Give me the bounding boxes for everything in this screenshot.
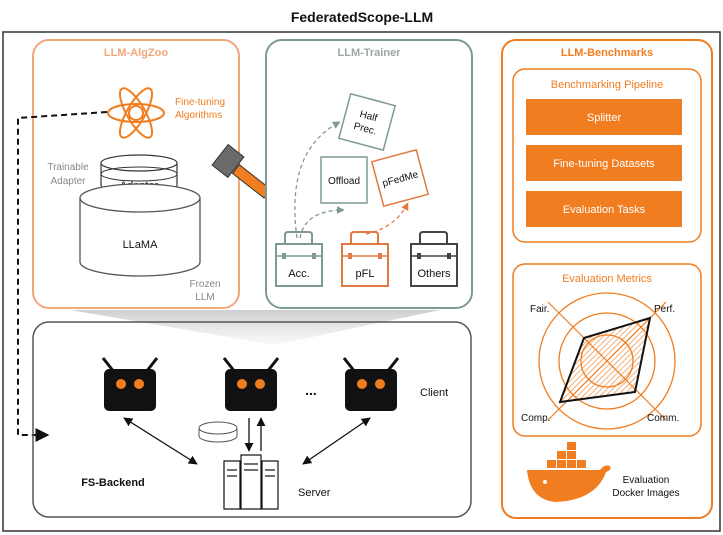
pipeline-title: Benchmarking Pipeline (551, 79, 664, 91)
main-title: FederatedScope-LLM (291, 9, 433, 25)
trainable-label-2: Adapter (50, 176, 86, 187)
pipeline-item-label: Splitter (587, 112, 622, 124)
model-disc-icon (198, 421, 238, 443)
pfl-toolbox: pFL (341, 231, 389, 287)
more-clients-ellipsis: ... (305, 382, 317, 398)
pfedme-card: pFedMe (370, 148, 430, 208)
frozen-label-1: Frozen (189, 279, 220, 290)
algzoo-title: LLM-AlgZoo (104, 47, 168, 59)
client-robot-3 (342, 357, 400, 411)
metrics-radar (538, 292, 676, 430)
atom-icon (107, 87, 165, 139)
others-toolbox: Others (410, 231, 458, 287)
server-label: Server (298, 487, 331, 499)
metrics-polygon (558, 316, 652, 404)
metric-comm: Comm. (647, 413, 679, 424)
backend-box (32, 321, 472, 518)
pipeline-item-box (526, 191, 682, 227)
benchmarks-box (501, 39, 713, 519)
metric-comp: Comp. (521, 413, 550, 424)
metrics-box (512, 263, 702, 437)
acc-label: Acc. (288, 268, 309, 280)
metrics-title: Evaluation Metrics (562, 273, 652, 285)
fine-tuning-label-1: Fine-tuning (175, 97, 225, 108)
llama-label: LLaMA (123, 239, 159, 251)
merge-funnel (70, 310, 440, 345)
others-label: Others (417, 268, 451, 280)
pfl-to-pfedme-arrow (365, 202, 409, 235)
backend-panel: FS-Backend ... Client (32, 321, 472, 518)
pipeline-item-label: Evaluation Tasks (563, 204, 646, 216)
docker-label-1: Evaluation (623, 475, 670, 486)
metric-perf: Perf. (654, 304, 675, 315)
acc-to-offload-arrow (299, 206, 345, 239)
llama-cylinder: LLaMA (79, 183, 201, 277)
half-label-1: Half (358, 109, 378, 124)
client-label: Client (420, 387, 448, 399)
offload-card: Offload (320, 156, 368, 204)
fine-tuning-label-2: Algorithms (175, 110, 222, 121)
offload-label: Offload (328, 176, 360, 187)
pipeline-box (512, 68, 702, 243)
benchmarks-title: LLM-Benchmarks (561, 47, 653, 59)
frozen-label-2: LLM (195, 292, 214, 303)
pfl-label: pFL (356, 268, 375, 280)
half-prec-card: Half Prec. (337, 92, 397, 152)
pipeline-item-box (526, 145, 682, 181)
hammer-icon (211, 143, 272, 199)
acc-toolbox: Acc. (275, 231, 323, 287)
client-robot-1 (101, 357, 159, 411)
algzoo-panel: LLM-AlgZoo Fine-tuning Algorithms Traina… (32, 39, 240, 309)
client3-server-arrow (302, 417, 371, 465)
backend-label: FS-Backend (81, 477, 145, 489)
outer-frame (2, 31, 721, 532)
client-robot-2 (222, 357, 280, 411)
server-icon (223, 454, 279, 510)
trainer-panel: LLM-Trainer Half Prec. Offload pFedMe (265, 39, 473, 309)
benchmarks-panel: LLM-Benchmarks Benchmarking Pipeline Spl… (501, 39, 713, 519)
acc-to-half-arrow (294, 121, 341, 239)
trainable-label-1: Trainable (47, 162, 89, 173)
docker-label-2: Docker Images (612, 488, 679, 499)
metric-fair: Fair. (530, 304, 549, 315)
pipeline-item-label: Fine-tuning Datasets (553, 158, 655, 170)
trainer-title: LLM-Trainer (338, 47, 402, 59)
client1-server-arrow (123, 417, 198, 465)
docker-whale-icon (527, 442, 611, 502)
pipeline-item-box (526, 99, 682, 135)
